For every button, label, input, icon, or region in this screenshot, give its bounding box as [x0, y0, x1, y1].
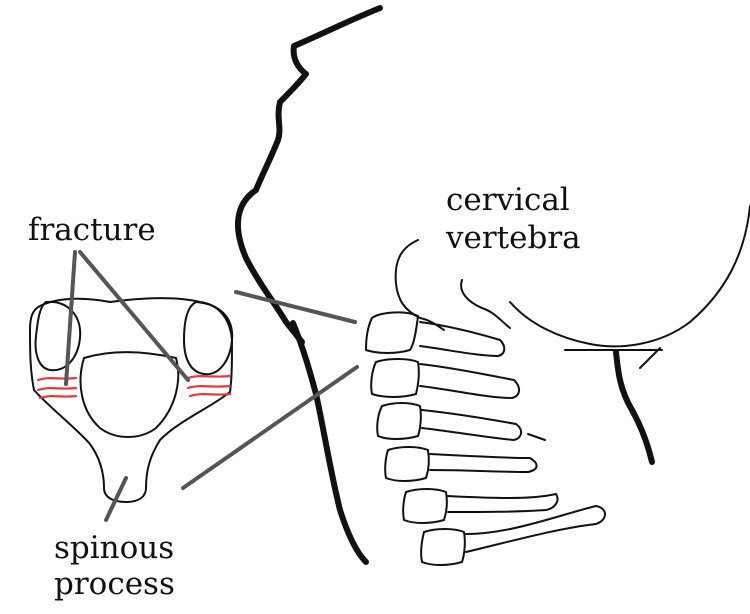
label-fracture: fracture: [28, 212, 156, 248]
neck-back: [613, 349, 655, 465]
vertebral-body: [365, 311, 419, 354]
facet-left: [34, 300, 82, 372]
neck-front: [290, 320, 369, 565]
spinous-process: [429, 453, 538, 473]
label-cervical: cervical: [446, 182, 570, 218]
skull-base: [394, 239, 445, 331]
fracture-leader-right: [78, 250, 190, 382]
vertebral-body: [384, 446, 430, 482]
vertebral-body: [370, 358, 420, 398]
cervical-spine: [365, 239, 606, 566]
label-process: process: [54, 566, 175, 602]
atlas-arch: [460, 279, 511, 329]
head-neck-profile: [235, 5, 750, 565]
back-of-head: [509, 205, 750, 348]
fracture-marks-left: [36, 376, 78, 400]
vertebra-outline: [29, 297, 233, 503]
spinous-leader: [104, 476, 128, 522]
spinous-process: [447, 493, 559, 513]
fracture-leader-left: [64, 250, 77, 386]
neck-nape: [639, 347, 661, 369]
vertebral-body: [420, 528, 466, 566]
leader-lines: [64, 250, 359, 522]
vertebral-foramen: [79, 351, 180, 438]
spine-detail: [527, 433, 546, 441]
spinous-process: [419, 321, 506, 357]
chin-line: [283, 319, 305, 345]
facet-right: [183, 301, 234, 376]
vertebral-body: [376, 402, 422, 440]
label-vertebra: vertebra: [445, 220, 581, 256]
zoom-line-lower: [181, 365, 359, 490]
vertebral-body: [402, 488, 448, 524]
spinous-process: [421, 409, 522, 441]
spinous-process: [465, 505, 606, 553]
fracture-marks-right: [186, 374, 232, 398]
zoom-line-upper: [234, 290, 357, 324]
spinous-process: [419, 363, 520, 399]
vertebra-top-view: [29, 297, 234, 503]
label-spinous: spinous: [54, 530, 174, 566]
face-profile: [235, 5, 383, 325]
